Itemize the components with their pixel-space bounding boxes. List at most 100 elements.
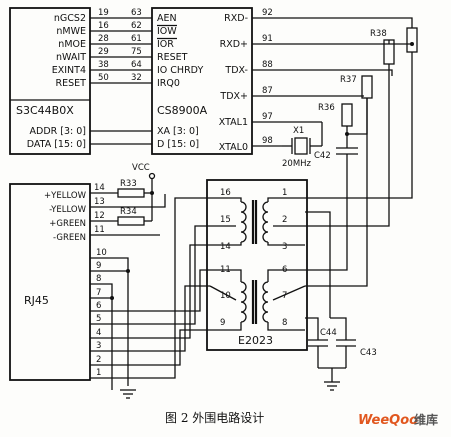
cs-pin: 98 xyxy=(262,136,273,146)
s3c-pin-numbers: 19 16 28 29 38 50 xyxy=(98,8,109,83)
cs-pin: 92 xyxy=(262,8,273,18)
cs-bus-d: D [15: 0] xyxy=(157,139,199,150)
s3c-bus-data: DATA [15: 0] xyxy=(27,139,86,150)
junction-dot xyxy=(126,269,130,273)
rj45-pin-wires xyxy=(90,192,210,390)
s3c-pin: 16 xyxy=(98,21,109,31)
cs-signal-iow: IOW xyxy=(157,26,177,37)
ground-symbol-right xyxy=(324,381,340,391)
cs-signal-rxd-plus: RXD+ xyxy=(220,39,248,50)
s3c44b0x-signals: nGCS2 nMWE nMOE nWAIT EXINT4 RESET xyxy=(52,13,86,89)
vcc-label: VCC xyxy=(132,163,150,173)
r33-resistor: R33 xyxy=(117,179,152,198)
ground-symbol-left xyxy=(120,389,136,399)
cs-signal-xtal0: XTAL0 xyxy=(219,142,248,153)
rj45-label-green-minus: -GREEN xyxy=(53,233,86,243)
rj45-pin: 13 xyxy=(94,197,105,207)
rj45-pin: 2 xyxy=(96,355,101,365)
x1-label: X1 xyxy=(293,126,304,136)
rj45-pin: 1 xyxy=(96,368,101,378)
rj45-pin-numbers: 14 13 12 11 10 9 8 7 6 5 4 3 2 1 xyxy=(94,183,107,378)
figure-caption: 图 2 外围电路设计 xyxy=(165,410,264,425)
rj45-label-green-plus: +GREEN xyxy=(49,219,86,229)
r36-resistor: R36 xyxy=(318,103,353,127)
s3c-pin: 50 xyxy=(98,73,109,83)
rj45-pin: 4 xyxy=(96,328,101,338)
cs-pin: 32 xyxy=(131,73,142,83)
s3c-signal-exint4: EXINT4 xyxy=(52,65,86,76)
r33-label: R33 xyxy=(120,179,137,189)
cs-signal-irq0: IRQ0 xyxy=(157,78,180,89)
r36-label: R36 xyxy=(318,103,335,113)
e2023-pin: 14 xyxy=(220,242,231,252)
s3c-pin: 28 xyxy=(98,34,109,44)
cs-signal-tdx-plus: TDX+ xyxy=(219,91,248,102)
rj45-pin: 14 xyxy=(94,183,105,193)
cpu-bus-wires xyxy=(90,17,152,145)
rj45-led-labels: +YELLOW -YELLOW +GREEN -GREEN xyxy=(44,191,87,243)
junction-dot xyxy=(110,296,114,300)
transformer-upper xyxy=(210,197,305,246)
rj45-pin: 9 xyxy=(96,261,101,271)
x1-crystal: X1 20MHz xyxy=(282,126,322,169)
cs-signal-iochrdy: IO CHRDY xyxy=(157,65,203,76)
e2023-left-pins: 16 15 14 11 10 9 xyxy=(220,188,231,328)
cs-signal-reset: RESET xyxy=(157,52,188,63)
cs-signal-ior: IOR xyxy=(157,39,174,50)
rj45-label-yellow-plus: +YELLOW xyxy=(44,191,87,201)
rj45-pin: 3 xyxy=(96,341,101,351)
s3c-pin: 38 xyxy=(98,60,109,70)
junction-dot xyxy=(410,42,414,46)
s3c-bus-addr: ADDR [3: 0] xyxy=(30,126,86,137)
s3c-signal-ngcs2: nGCS2 xyxy=(54,13,86,24)
watermark-suffix: 维库 xyxy=(414,412,438,427)
e2023-pin: 10 xyxy=(220,291,231,301)
cs-pin: 88 xyxy=(262,60,273,70)
r38-label: R38 xyxy=(370,29,387,39)
e2023-name: E2023 xyxy=(238,334,273,347)
r37-label: R37 xyxy=(340,75,357,85)
rj45-pin: 6 xyxy=(96,301,101,311)
rj45-pin: 7 xyxy=(96,288,101,298)
cs-pin: 61 xyxy=(131,34,142,44)
vcc-supply: VCC xyxy=(132,163,156,221)
cs-signal-tdx-minus: TDX- xyxy=(224,65,248,76)
network-wires xyxy=(305,84,413,318)
rj45-pin: 12 xyxy=(94,211,105,221)
e2023-pin: 16 xyxy=(220,188,231,198)
s3c44b0x-box xyxy=(9,7,91,155)
cs-pin: 62 xyxy=(131,21,142,31)
s3c-signal-nwait: nWAIT xyxy=(56,52,86,63)
e2023-pin: 1 xyxy=(282,188,287,198)
e2023-right-pins: 1 2 3 6 7 8 xyxy=(282,188,287,328)
s3c-signal-nmwe: nMWE xyxy=(56,26,86,37)
rj45-pin: 11 xyxy=(94,225,105,235)
r34-resistor: R34 xyxy=(117,207,152,226)
cs-pin: 97 xyxy=(262,112,273,122)
rj45-pin: 10 xyxy=(96,248,107,258)
cs-right-wires xyxy=(252,17,413,147)
e2023-pin: 8 xyxy=(282,318,287,328)
cs-signal-xtal1: XTAL1 xyxy=(219,117,248,128)
s3c44b0x-name: S3C44B0X xyxy=(16,104,74,117)
junction-dot xyxy=(150,191,154,195)
rj45-box xyxy=(9,183,91,381)
s3c-pin: 19 xyxy=(98,8,109,18)
watermark: WeeQoo 维库 xyxy=(358,412,438,428)
cs-signal-aen: AEN xyxy=(157,13,177,24)
c42-label: C42 xyxy=(314,151,331,161)
rj45-pin: 8 xyxy=(96,274,101,284)
e2023-pin: 9 xyxy=(220,318,225,328)
cs-left-pin-numbers: 63 62 61 75 64 32 xyxy=(131,8,142,83)
c44-capacitor: C44 xyxy=(305,317,337,368)
c43-capacitor: C43 xyxy=(330,317,377,368)
cs-bus-xa: XA [3: 0] xyxy=(157,126,199,137)
e2023-pin: 7 xyxy=(282,291,287,301)
cs-pin: 87 xyxy=(262,86,273,96)
cs-right-pin-numbers: 92 91 88 87 97 98 xyxy=(262,8,273,146)
cs-pin: 64 xyxy=(131,60,142,70)
cs-pin: 75 xyxy=(131,47,142,57)
cs8900a-name: CS8900A xyxy=(157,104,208,117)
cs8900a-right-signals: RXD- RXD+ TDX- TDX+ XTAL1 XTAL0 xyxy=(219,13,248,153)
x1-frequency: 20MHz xyxy=(282,159,312,169)
